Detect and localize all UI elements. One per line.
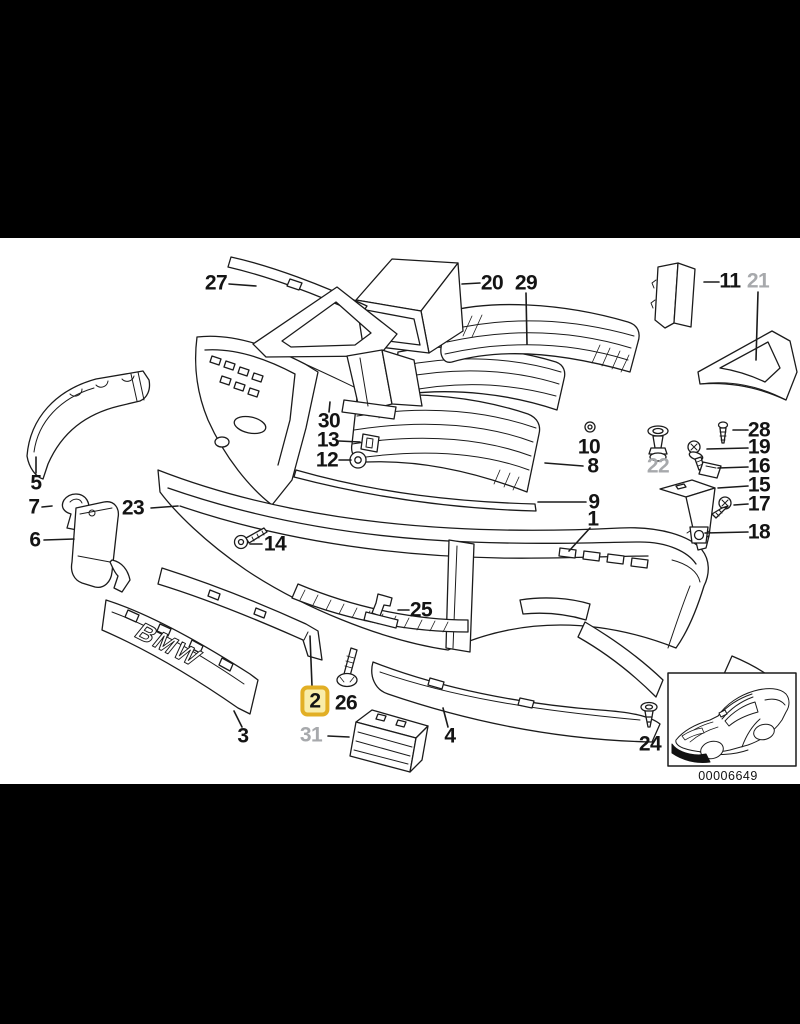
part-label-23[interactable]: 23 [121,496,145,520]
diagram-code: 00006649 [698,769,758,783]
part-label-31[interactable]: 31 [299,723,323,747]
part-drawing-11 [650,262,696,329]
part-label-10[interactable]: 10 [577,435,601,459]
highlighted-bumper-region [671,743,711,763]
bolt-icon [336,647,358,688]
part-label-16[interactable]: 16 [747,454,771,478]
part-label-6[interactable]: 6 [29,528,41,552]
leader-line-1 [568,527,591,552]
leader-line-29 [525,292,528,345]
leader-line-17 [733,503,749,506]
leader-line-2 [309,635,313,687]
nut-icon [584,421,596,433]
leader-line-21 [755,291,759,361]
leader-line-4 [442,707,449,728]
part-label-25[interactable]: 25 [409,598,433,622]
part-label-22[interactable]: 22 [646,454,670,478]
car-illustration [671,688,790,763]
leader-line-30 [328,401,331,413]
leader-line-16 [717,466,749,469]
leader-line-8 [544,462,584,467]
part-label-18[interactable]: 18 [747,520,771,544]
leader-line-19 [706,447,749,450]
vehicle-thumbnail [667,672,797,767]
part-drawing-3: BMW [101,599,259,715]
part-label-28[interactable]: 28 [747,418,771,442]
part-label-27[interactable]: 27 [204,271,228,295]
leader-line-15 [717,485,749,489]
part-drawing-bumper-cover [157,469,709,653]
part-label-17[interactable]: 17 [747,492,771,516]
part-label-24[interactable]: 24 [638,732,662,756]
rivet-icon [647,425,669,462]
clip-icon [363,593,399,629]
part-drawing-5 [26,370,151,480]
leader-line-23 [150,505,179,509]
leader-line-13 [338,440,361,443]
part-label-11[interactable]: 11 [719,269,741,293]
part-drawing-2 [157,567,323,661]
part-label-15[interactable]: 15 [747,473,771,497]
part-label-3[interactable]: 3 [237,724,249,748]
screw-icon [233,527,268,550]
part-label-2[interactable]: 2 [300,685,330,717]
part-label-12[interactable]: 12 [315,448,339,472]
part-label-14[interactable]: 14 [263,532,287,556]
part-drawing-9 [293,469,537,512]
part-label-21[interactable]: 21 [746,269,770,293]
leader-line-27 [228,283,257,287]
part-label-20[interactable]: 20 [480,271,504,295]
leader-line-6 [43,538,75,541]
leader-line-18 [704,531,749,534]
parts-diagram: BMW [26,256,798,773]
rivet-icon [640,701,658,728]
cage-nut-icon [686,526,712,544]
leader-line-3 [233,710,243,728]
part-label-9[interactable]: 9 [588,490,600,514]
part-label-30[interactable]: 30 [317,409,341,433]
part-drawing-31 [349,709,429,773]
leader-line-31 [327,735,350,738]
part-label-29[interactable]: 29 [514,271,538,295]
leader-lines [35,281,759,738]
part-label-5[interactable]: 5 [30,471,42,495]
screw-icon [717,421,729,444]
part-label-4[interactable]: 4 [444,724,456,748]
part-label-7[interactable]: 7 [28,495,40,519]
clip-icon [698,461,722,479]
clip-icon [360,433,380,453]
part-label-1[interactable]: 1 [587,507,599,531]
part-label-19[interactable]: 19 [747,435,771,459]
part-label-13[interactable]: 13 [316,428,340,452]
leader-line-7 [41,505,53,508]
part-label-26[interactable]: 26 [334,691,358,715]
part-label-8[interactable]: 8 [587,454,599,478]
screw-icon [711,496,732,519]
part-drawing-21 [697,330,798,401]
part-drawing-30 [341,349,423,420]
diagram-canvas: BMW [0,238,800,784]
leader-line-20 [461,282,481,285]
part-drawing-6 [70,501,131,593]
